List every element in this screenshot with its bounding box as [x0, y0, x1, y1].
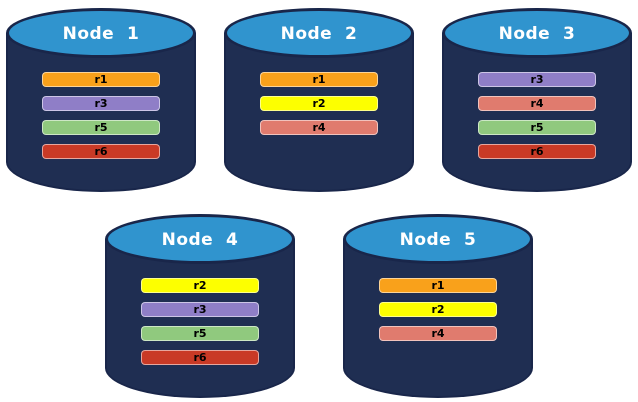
record-bar: r2 [379, 302, 497, 317]
record-bar: r2 [260, 96, 378, 111]
cylinder-top-ellipse: Node 1 [6, 8, 196, 58]
node-title: Node 4 [161, 229, 239, 250]
cylinder-body [6, 33, 196, 192]
record-label: r4 [312, 121, 326, 134]
node-cylinder: Node 2 r1 r2 r4 [224, 6, 414, 192]
record-bar: r6 [42, 144, 160, 159]
record-label: r5 [530, 121, 544, 134]
node-cylinder: Node 4 r2 r3 r5 r6 [105, 212, 295, 398]
record-bar: r5 [42, 120, 160, 135]
record-label: r6 [530, 145, 544, 158]
record-label: r3 [193, 303, 207, 316]
cylinder-top-ellipse: Node 5 [343, 214, 533, 264]
record-label: r4 [431, 327, 445, 340]
record-bar: r1 [379, 278, 497, 293]
node-cylinder: Node 3 r3 r4 r5 r6 [442, 6, 632, 192]
record-bar: r2 [141, 278, 259, 293]
record-bar: r4 [478, 96, 596, 111]
records-list: r1 r3 r5 r6 [42, 72, 160, 159]
node-title: Node 2 [280, 23, 358, 44]
record-bar: r3 [42, 96, 160, 111]
node-cylinder: Node 1 r1 r3 r5 r6 [6, 6, 196, 192]
cylinder-body [224, 33, 414, 192]
node-title: Node 3 [498, 23, 576, 44]
record-label: r1 [431, 279, 445, 292]
record-label: r2 [312, 97, 326, 110]
node-title: Node 5 [399, 229, 477, 250]
record-label: r4 [530, 97, 544, 110]
record-label: r1 [94, 73, 108, 86]
node-title: Node 1 [62, 23, 140, 44]
record-bar: r6 [478, 144, 596, 159]
record-label: r5 [193, 327, 207, 340]
record-bar: r3 [141, 302, 259, 317]
records-list: r1 r2 r4 [260, 72, 378, 135]
cylinder-body [442, 33, 632, 192]
record-bar: r3 [478, 72, 596, 87]
record-label: r6 [193, 351, 207, 364]
record-label: r2 [193, 279, 207, 292]
cylinder-top-ellipse: Node 4 [105, 214, 295, 264]
record-bar: r4 [260, 120, 378, 135]
record-label: r2 [431, 303, 445, 316]
node-cylinder: Node 5 r1 r2 r4 [343, 212, 533, 398]
record-bar: r1 [42, 72, 160, 87]
cylinder-top-ellipse: Node 2 [224, 8, 414, 58]
record-bar: r6 [141, 350, 259, 365]
record-label: r5 [94, 121, 108, 134]
record-bar: r1 [260, 72, 378, 87]
record-label: r1 [312, 73, 326, 86]
records-list: r1 r2 r4 [379, 278, 497, 341]
record-label: r3 [530, 73, 544, 86]
cylinder-top-ellipse: Node 3 [442, 8, 632, 58]
cylinder-body [105, 239, 295, 398]
records-list: r3 r4 r5 r6 [478, 72, 596, 159]
record-label: r3 [94, 97, 108, 110]
cylinder-body [343, 239, 533, 398]
nodes-row-bottom: Node 4 r2 r3 r5 r6 Node 5 r1 r2 r4 [0, 192, 638, 398]
record-bar: r5 [478, 120, 596, 135]
records-list: r2 r3 r5 r6 [141, 278, 259, 365]
record-label: r6 [94, 145, 108, 158]
record-bar: r4 [379, 326, 497, 341]
record-bar: r5 [141, 326, 259, 341]
